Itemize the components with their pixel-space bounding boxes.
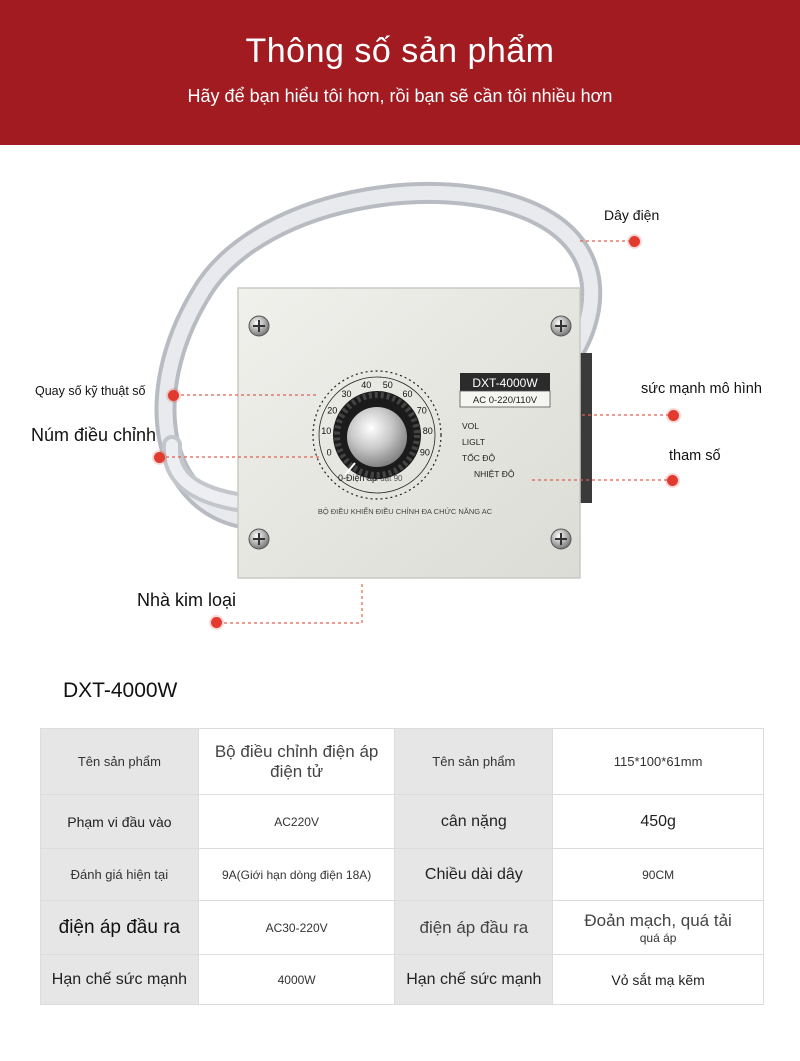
spec-value: 450g — [552, 794, 764, 849]
callout-dot — [668, 410, 679, 421]
panel-label: NHIỆT ĐỘ — [474, 469, 515, 479]
spec-value: AC30-220V — [197, 900, 396, 955]
spec-value-line: Đoản mạch, quá tải — [584, 910, 732, 930]
callout-dot — [154, 452, 165, 463]
panel-label: TỐC ĐỘ — [462, 452, 495, 463]
callout-adjust-knob: Núm điều chỉnh — [31, 425, 157, 445]
spec-key: điện áp đầu ra — [394, 900, 554, 955]
voltage-plate — [459, 390, 551, 408]
dial-number: 70 — [417, 405, 427, 415]
dial-label: 0-Điện áp — [338, 473, 377, 483]
model-plate — [460, 373, 550, 391]
voltage-plate-text: AC 0-220/110V — [473, 395, 538, 406]
spec-key: Đánh giá hiện tại — [40, 848, 199, 901]
dial-number: 80 — [423, 426, 433, 436]
spec-value: Vỏ sắt mạ kẽm — [552, 954, 764, 1005]
model-plate-text: DXT-4000W — [472, 376, 538, 390]
spec-key: Hạn chế sức mạnh — [40, 954, 199, 1005]
spec-value-line: quá áp — [639, 930, 677, 945]
callout-parameter: tham số — [669, 448, 721, 464]
dial-number: 40 — [361, 380, 371, 390]
callout-dot — [211, 617, 222, 628]
dial-number: 60 — [402, 389, 412, 399]
spec-key: Hạn chế sức mạnh — [394, 954, 554, 1005]
dial-label-secondary: Cài đặt 90 — [366, 474, 403, 483]
table-row: Phạm vi đầu vào AC220V cân nặng 450g — [40, 794, 764, 849]
adjust-knob — [333, 391, 421, 479]
callout-dot — [667, 475, 678, 486]
spec-key: Tên sản phẩm — [394, 728, 554, 795]
spec-value: 90CM — [552, 848, 764, 901]
dial-scale — [312, 370, 442, 500]
callout-lines — [160, 240, 672, 624]
spec-key: Tên sản phẩm — [40, 728, 199, 795]
spec-value: Bộ điều chỉnh điện áp điện tử — [197, 728, 396, 795]
spec-key: điện áp đầu ra — [40, 900, 199, 955]
panel-label: VOL — [462, 421, 479, 431]
callout-metal-housing: Nhà kim loại — [137, 590, 237, 610]
product-photo: 0 10 20 30 40 50 60 70 80 90 0-Điện áp Cài đặt 90… — [154, 182, 672, 624]
page-title: Thông số sản phẩm — [245, 32, 555, 70]
spec-value: 4000W — [197, 954, 396, 1005]
model-heading: DXT-4000W — [63, 679, 178, 702]
dial-number: 10 — [321, 426, 331, 436]
callout-digital-dial: Quay số kỹ thuật số — [35, 384, 146, 398]
dial-number: 90 — [420, 447, 430, 457]
table-row: Đánh giá hiện tại 9A(Giới hạn dòng điện … — [40, 848, 764, 901]
callout-power-cord: Dây điện — [604, 207, 660, 223]
power-cord — [154, 182, 603, 530]
callout-dot — [629, 236, 640, 247]
box-side — [578, 353, 592, 503]
spec-value-protection: Đoản mạch, quá tải quá áp — [552, 900, 764, 955]
table-row: Tên sản phẩm Bộ điều chỉnh điện áp điện … — [40, 728, 764, 795]
product-illustration: 0 10 20 30 40 50 60 70 80 90 0-Điện áp Cài đặt 90… — [0, 145, 800, 665]
dial-numbers: 0 10 20 30 40 50 60 70 80 90 — [321, 380, 433, 457]
dial-number: 20 — [327, 405, 337, 415]
table-row: điện áp đầu ra AC30-220V điện áp đầu ra … — [40, 900, 764, 955]
page-subtitle: Hãy để bạn hiểu tôi hơn, rồi bạn sẽ cần … — [187, 86, 613, 106]
spec-table: Tên sản phẩm Bộ điều chỉnh điện áp điện … — [40, 728, 764, 1005]
panel-label: LIGLT — [462, 437, 485, 447]
spec-key: Chiều dài dây — [394, 848, 554, 901]
callout-model-power: sức mạnh mô hình — [641, 381, 762, 397]
callout-dot — [168, 390, 179, 401]
spec-value: 9A(Giới hạn dòng điện 18A) — [197, 848, 396, 901]
screw-icon — [248, 315, 572, 550]
spec-key: Phạm vi đầu vào — [40, 794, 199, 849]
dial-number: 30 — [341, 389, 351, 399]
table-row: Hạn chế sức mạnh 4000W Hạn chế sức mạnh … — [40, 954, 764, 1005]
spec-value: 115*100*61mm — [552, 728, 764, 795]
dial-number: 50 — [383, 380, 393, 390]
dial-number: 0 — [327, 447, 332, 457]
header-banner: Thông số sản phẩm Hãy để bạn hiểu tôi hơ… — [0, 0, 800, 145]
spec-key: cân nặng — [394, 794, 554, 849]
panel-caption: BỘ ĐIỀU KHIỂN ĐIỀU CHỈNH ĐA CHỨC NĂNG AC — [318, 506, 493, 516]
spec-value: AC220V — [197, 794, 396, 849]
panel-labels: VOL LIGLT TỐC ĐỘ NHIỆT ĐỘ — [462, 421, 515, 479]
